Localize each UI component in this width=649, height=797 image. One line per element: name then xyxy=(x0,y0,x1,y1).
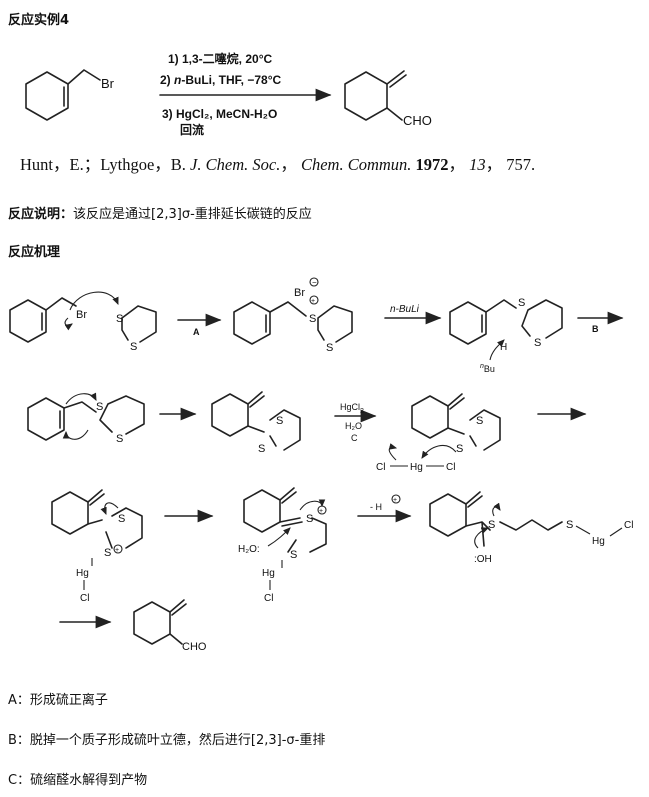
cl-label-5: Cl xyxy=(624,520,633,531)
example-title: 反应实例4 xyxy=(8,13,70,28)
citation: Hunt，E.；Lythgoe，B. J. Chem. Soc.， Chem. … xyxy=(20,155,536,174)
oh-label: :OH xyxy=(474,554,492,565)
description-text: 该反应是通过[2,3]σ-重排延长碳链的反应 xyxy=(73,207,312,222)
condition-3b: 回流 xyxy=(180,122,204,137)
h-label: H xyxy=(500,342,507,353)
s-label-3: S xyxy=(309,313,316,325)
citation-volume: 13 xyxy=(469,155,486,174)
s-label-9: S xyxy=(276,415,283,427)
s-label-10: S xyxy=(258,443,265,455)
br-anion-label: Br xyxy=(294,287,305,299)
citation-journal: J. Chem. Soc. xyxy=(190,155,281,174)
s-label-15: S xyxy=(306,513,313,525)
minus-h-text: - H xyxy=(370,502,382,512)
condition-1: 1) 1,3-二噻烷, 20°C xyxy=(168,51,272,66)
s-label-8: S xyxy=(116,433,123,445)
hgcl-text: HgCl xyxy=(340,402,360,412)
h2o-label: H₂O xyxy=(345,421,362,431)
n-superscript: n xyxy=(480,363,484,370)
s-label-7: S xyxy=(96,401,103,413)
s-label-12: S xyxy=(456,443,463,455)
condition-3: 3) HgCl₂, MeCN-H₂O xyxy=(162,107,277,121)
cl-label-4: Cl xyxy=(264,593,273,604)
s-label-18: S xyxy=(566,519,573,531)
mech-ylide: S S xyxy=(27,392,145,445)
cl-label-3: Cl xyxy=(80,593,89,604)
product-aldehyde: CHO xyxy=(344,70,432,128)
bu-text: Bu xyxy=(484,364,495,374)
mech-hemithioacetal: S S Hg Cl :OH xyxy=(429,491,633,565)
description: 反应说明：该反应是通过[2,3]σ-重排延长碳链的反应 xyxy=(8,203,312,222)
h2o-nucleophile-label: H₂O: xyxy=(238,544,260,555)
citation-year: 1972 xyxy=(415,155,449,174)
citation-journal2: Chem. Commun. xyxy=(300,155,412,174)
citation-authors: Hunt，E.；Lythgoe，B. xyxy=(20,155,186,174)
svg-text:+: + xyxy=(393,497,397,504)
citation-pages: 757. xyxy=(506,155,536,174)
hg-label-4: Hg xyxy=(592,536,605,547)
reactant-cyclohexenylmethyl-bromide: Br xyxy=(25,69,115,121)
hgcl2-label: HgCl2 xyxy=(340,402,364,415)
br-label-2: Br xyxy=(76,309,87,321)
mech-final-product: CHO xyxy=(133,599,207,653)
description-label: 反应说明： xyxy=(8,207,74,222)
mech-dithiane-1: S S xyxy=(116,305,157,353)
mech-r1-reactant: Br xyxy=(9,291,119,343)
mech-hg-complex: S S Cl Hg Cl xyxy=(376,393,501,473)
cho-label-2: CHO xyxy=(182,641,207,653)
condition-2: 2) n-BuLi, THF, −78°C xyxy=(160,73,282,87)
svg-text:+: + xyxy=(311,298,315,305)
nbu-label: nBu xyxy=(480,363,495,374)
mech-sulfonium: S S + Br − xyxy=(233,277,353,354)
mech-thionium: S S + H₂O: Hg Cl xyxy=(238,487,327,604)
note-b: B：脱掉一个质子形成硫叶立德，然后进行[2,3]-σ-重排 xyxy=(8,733,326,748)
hg-label-2: Hg xyxy=(76,568,89,579)
s-label-13: S xyxy=(118,513,125,525)
step-b-label: B xyxy=(592,324,599,334)
mechanism-title: 反应机理 xyxy=(8,245,61,260)
s-label-11: S xyxy=(476,415,483,427)
mech-sulfonium-hg: S S + Hg Cl xyxy=(51,489,143,604)
condition-2-rest: -BuLi, THF, −78°C xyxy=(181,73,281,87)
s-label-2: S xyxy=(130,341,137,353)
cho-label: CHO xyxy=(403,113,432,128)
s-label-14: S xyxy=(104,547,111,559)
mech-ylide-formation: S S H nBu xyxy=(449,297,563,374)
cl-label-2: Cl xyxy=(446,462,455,473)
mech-rearranged-dithiane: S S xyxy=(211,391,301,455)
hg-label-3: Hg xyxy=(262,568,275,579)
svg-text:+: + xyxy=(319,508,323,515)
s-label-4: S xyxy=(326,342,333,354)
cl-label-1: Cl xyxy=(376,462,385,473)
condition-2-n: n xyxy=(174,73,181,87)
s-label-5: S xyxy=(518,297,525,309)
svg-text:−: − xyxy=(312,278,317,287)
svg-text:+: + xyxy=(115,547,119,554)
minus-h-label: - H xyxy=(370,502,382,512)
nbuli-label: n-BuLi xyxy=(390,304,420,315)
step-a-label: A xyxy=(193,327,200,337)
condition-2-prefix: 2) xyxy=(160,73,174,87)
note-a: A：形成硫正离子 xyxy=(8,693,108,708)
s-label-6: S xyxy=(534,337,541,349)
s-label-17: S xyxy=(488,519,495,531)
step-c-label: C xyxy=(351,433,358,443)
br-label: Br xyxy=(101,76,115,91)
note-c: C：硫缩醛水解得到产物 xyxy=(8,773,148,788)
s-label-1: S xyxy=(116,313,123,325)
s-label-16: S xyxy=(290,549,297,561)
hg-label-1: Hg xyxy=(410,462,423,473)
